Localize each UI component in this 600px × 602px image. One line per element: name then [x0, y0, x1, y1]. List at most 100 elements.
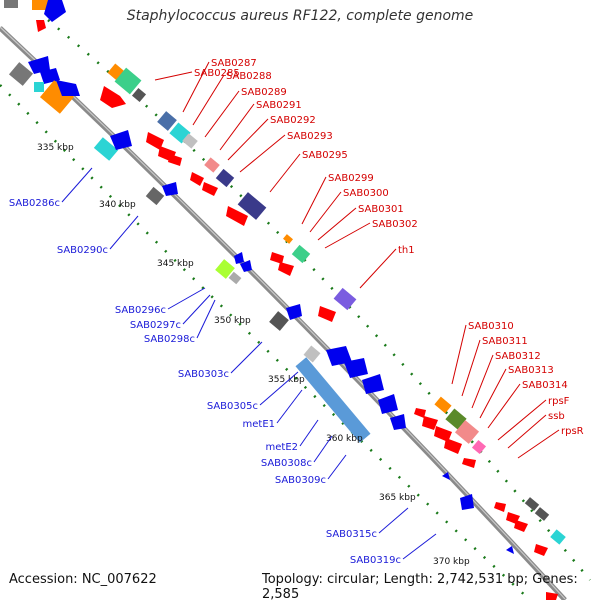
gene-label: metE2	[266, 442, 299, 453]
gene-label: SAB0289	[241, 87, 287, 98]
feature-block	[114, 67, 142, 95]
feature-block	[157, 111, 177, 131]
leader-line	[192, 74, 225, 126]
leader-line	[299, 419, 319, 447]
gene-label: SAB0315c	[326, 529, 377, 540]
feature-block	[550, 529, 566, 545]
feature-block	[34, 82, 44, 92]
feature-arrow	[278, 262, 294, 276]
leader-line	[269, 153, 301, 193]
leader-line	[227, 118, 269, 161]
feature-block	[291, 244, 311, 264]
leader-line	[109, 215, 139, 250]
feature-block	[445, 408, 467, 430]
feature-block	[295, 357, 371, 443]
gene-label: SAB0312	[495, 351, 541, 362]
gene-label: SAB0293	[287, 131, 333, 142]
gene-label: SAB0287	[211, 58, 257, 69]
feature-arrow	[40, 68, 60, 84]
leader-line	[309, 191, 342, 233]
feature-block	[215, 168, 235, 188]
feature-block	[283, 234, 293, 244]
gene-label: ssb	[548, 411, 565, 422]
leader-line	[497, 399, 547, 441]
feature-arrow	[28, 56, 50, 74]
feature-arrow	[234, 252, 244, 264]
feature-block	[8, 62, 34, 86]
gene-label: th1	[398, 245, 415, 256]
feature-arrow	[270, 252, 284, 264]
feature-arrow	[378, 394, 398, 414]
kbp-tick-label: 370 kbp	[433, 557, 470, 567]
gene-label: SAB0309c	[275, 475, 326, 486]
gene-label: SAB0301	[358, 204, 404, 215]
gene-label: SAB0288	[226, 71, 272, 82]
leader-line	[313, 435, 333, 463]
feature-block	[524, 497, 540, 511]
gene-label: SAB0286c	[9, 198, 60, 209]
kbp-tick-label: 360 kbp	[326, 434, 363, 444]
map-title: Staphylococcus aureus RF122, complete ge…	[126, 8, 474, 24]
leader-line	[317, 207, 357, 241]
gene-label: SAB0310	[468, 321, 514, 332]
leader-line	[487, 383, 521, 429]
feature-arrow	[462, 458, 476, 468]
kbp-tick-label: 350 kbp	[214, 316, 251, 326]
genome-backbone	[0, 26, 567, 600]
feature-block	[237, 192, 267, 220]
feature-arrow	[36, 20, 46, 32]
genome-backbone-highlight	[0, 26, 566, 600]
leader-line	[196, 299, 216, 339]
feature-arrow	[56, 80, 80, 96]
feature-arrow	[146, 132, 164, 150]
gene-label: SAB0296c	[115, 305, 166, 316]
kbp-tick-label: 345 kbp	[157, 259, 194, 269]
leader-line	[517, 429, 560, 459]
leader-line	[402, 533, 437, 560]
gene-label: SAB0303c	[178, 369, 229, 380]
gene-label: SAB0314	[522, 380, 568, 391]
gene-label: rpsF	[548, 396, 570, 407]
leader-line	[327, 454, 347, 480]
feature-block	[215, 259, 235, 279]
kbp-tick-label: 340 kbp	[99, 200, 136, 210]
feature-arrow	[434, 426, 452, 442]
leader-line	[276, 389, 303, 424]
leader-line	[324, 222, 371, 249]
feature-arrow	[168, 154, 182, 166]
feature-block	[434, 396, 452, 414]
gene-label: SAB0290c	[57, 245, 108, 256]
leader-line	[301, 176, 327, 225]
gene-label: SAB0319c	[350, 555, 401, 566]
leader-line	[378, 507, 409, 534]
gene-label: SAB0311	[482, 336, 528, 347]
leader-line	[219, 103, 255, 151]
feature-arrow	[460, 494, 474, 510]
leader-line	[471, 354, 494, 409]
leader-line	[204, 90, 240, 138]
leader-line	[154, 71, 193, 81]
leader-line	[182, 294, 211, 325]
topology-text: Topology: circular; Length: 2,742,531 bp…	[262, 572, 578, 602]
feature-arrow	[326, 346, 352, 366]
gene-label: SAB0292	[270, 115, 316, 126]
feature-arrow	[226, 206, 248, 226]
feature-block	[204, 157, 220, 173]
feature-block	[93, 137, 119, 161]
gene-label: SAB0291	[256, 100, 302, 111]
leader-line	[230, 341, 263, 374]
feature-block	[534, 507, 550, 521]
feature-arrow	[414, 408, 426, 418]
gene-label: SAB0300	[343, 188, 389, 199]
gene-label: rpsR	[561, 426, 584, 437]
leader-line	[359, 248, 397, 289]
leader-line	[239, 134, 286, 173]
leader-line	[182, 61, 210, 113]
feature-block	[4, 0, 18, 8]
gene-label: metE1	[243, 419, 276, 430]
gene-label: SAB0305c	[207, 401, 258, 412]
feature-arrow	[190, 172, 204, 186]
gene-label: SAB0298c	[144, 334, 195, 345]
feature-block	[32, 0, 48, 10]
feature-arrow	[162, 182, 178, 196]
